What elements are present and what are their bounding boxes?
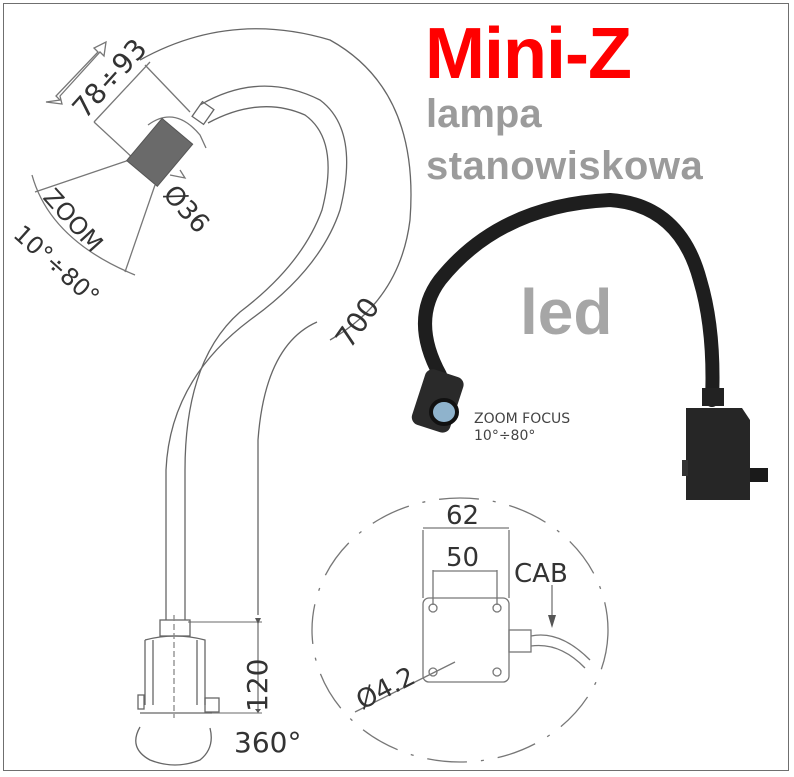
product-subtitle-line2: stanowiskowa [426,144,704,188]
base-collar [159,619,191,637]
rotation-dimension: 360° [234,726,301,759]
hole-spacing-dimension: 50 [446,543,479,573]
gooseneck-arm-outer [165,85,348,620]
lamp-head [125,117,194,188]
product-type-label: led [520,276,613,348]
base-height-dimension: 120 [241,659,274,712]
arm-length-arc-lower [257,321,318,615]
base-body [144,635,206,705]
base-screw-left [137,694,145,710]
head-diameter-dimension: Ø36 [157,180,215,240]
lamp-photo-gooseneck [418,192,720,407]
detail-circle [311,497,609,763]
photo-caption-line2: 10°÷80° [474,428,536,444]
arm-length-dimension-arc [139,28,412,341]
lamp-photo-collar [702,388,724,406]
gooseneck-arm-inner [184,106,329,620]
product-subtitle-line1: lampa [426,92,542,136]
head-length-dimension: 78÷93 [66,32,154,124]
hole-diameter-dimension: Ø4.2 [352,661,421,716]
zoom-angle-arc [31,174,136,276]
product-title: Mini-Z [425,14,632,94]
base-nut-right [204,697,220,713]
rotation-arrow [135,726,212,766]
lamp-photo-base [686,408,750,500]
cable-gland [508,629,532,653]
cable-label: CAB [514,559,568,589]
lamp-photo-lens [429,398,459,426]
photo-caption-line1: ZOOM FOCUS [474,411,571,427]
drawing-frame [3,3,789,771]
focus-travel-arrow [45,40,107,105]
photo-caption: ZOOM FOCUS 10°÷80° [474,411,570,445]
outer-width-dimension: 62 [446,501,479,531]
cable [530,634,591,669]
